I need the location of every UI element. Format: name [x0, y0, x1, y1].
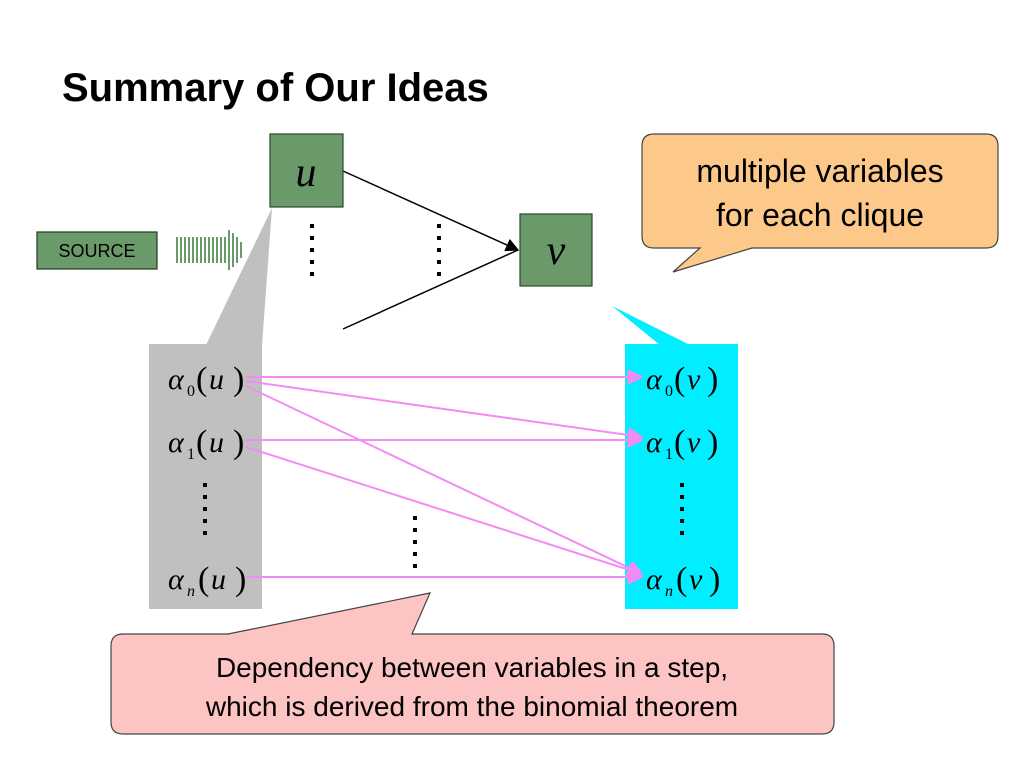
source-node: SOURCE [36, 231, 158, 270]
node-u: u [269, 133, 344, 208]
subscript: 0 [187, 383, 195, 400]
graph-ellipsis-middle [437, 224, 441, 276]
u-variables-column [149, 344, 262, 609]
source-arrow-icon [176, 230, 242, 270]
alpha-symbol: α [646, 363, 663, 396]
source-label: SOURCE [58, 241, 135, 261]
dep-arrow-0-n [245, 385, 644, 576]
paren: ( [674, 361, 685, 398]
subscript: n [187, 583, 195, 600]
v-variables-column [625, 344, 738, 609]
subscript: 0 [665, 383, 673, 400]
node-v-label: v [547, 228, 566, 274]
edge-lower-v [342, 249, 519, 330]
alpha-symbol: α [646, 426, 663, 459]
paren: ( [196, 361, 207, 398]
callout-top-line2: for each clique [716, 197, 924, 233]
paren: ) [707, 361, 718, 398]
v-pointer-shape [612, 306, 690, 345]
subscript: 1 [665, 446, 673, 463]
slide-title: Summary of Our Ideas [62, 66, 489, 110]
node-u-label: u [296, 150, 317, 196]
u-column-ellipsis [203, 483, 207, 535]
node-v: v [519, 213, 593, 287]
callout-top-line1: multiple variables [696, 153, 943, 189]
var-letter: v [687, 363, 701, 396]
paren: ( [196, 424, 207, 461]
var-alphan-v: α n ( v ) [646, 561, 720, 600]
var-alpha1-u: α 1 ( u ) [168, 424, 244, 463]
var-letter: u [209, 426, 224, 459]
subscript: n [665, 583, 673, 600]
paren: ) [707, 424, 718, 461]
paren: ) [233, 361, 244, 398]
multiple-variables-callout: multiple variables for each clique [641, 133, 999, 273]
paren: ) [709, 561, 720, 598]
var-alpha0-u: α 0 ( u ) [168, 361, 244, 400]
alpha-symbol: α [168, 563, 185, 596]
subscript: 1 [187, 446, 195, 463]
var-alpha0-v: α 0 ( v ) [646, 361, 718, 400]
var-letter: v [689, 563, 703, 596]
var-letter: u [209, 363, 224, 396]
callout-bottom-line2: which is derived from the binomial theor… [205, 691, 738, 722]
callout-bottom-line1: Dependency between variables in a step, [216, 652, 728, 683]
edge-u-v [342, 170, 520, 252]
dep-arrow-1-n [245, 446, 644, 578]
alpha-symbol: α [168, 426, 185, 459]
paren: ( [676, 561, 687, 598]
dependency-arrows [245, 369, 644, 585]
dependency-callout: Dependency between variables in a step, … [110, 592, 835, 735]
v-column-ellipsis [680, 483, 684, 535]
var-alphan-u: α n ( u ) [168, 561, 246, 600]
dep-arrow-0-1 [245, 380, 644, 443]
alpha-symbol: α [646, 563, 663, 596]
graph-ellipsis-left [310, 224, 314, 276]
var-letter: u [211, 563, 226, 596]
var-alpha1-v: α 1 ( v ) [646, 424, 718, 463]
paren: ( [674, 424, 685, 461]
arrows-ellipsis [413, 516, 417, 568]
paren: ( [198, 561, 209, 598]
paren: ) [233, 424, 244, 461]
u-pointer-shape [206, 208, 272, 345]
alpha-symbol: α [168, 363, 185, 396]
paren: ) [235, 561, 246, 598]
var-letter: v [687, 426, 701, 459]
